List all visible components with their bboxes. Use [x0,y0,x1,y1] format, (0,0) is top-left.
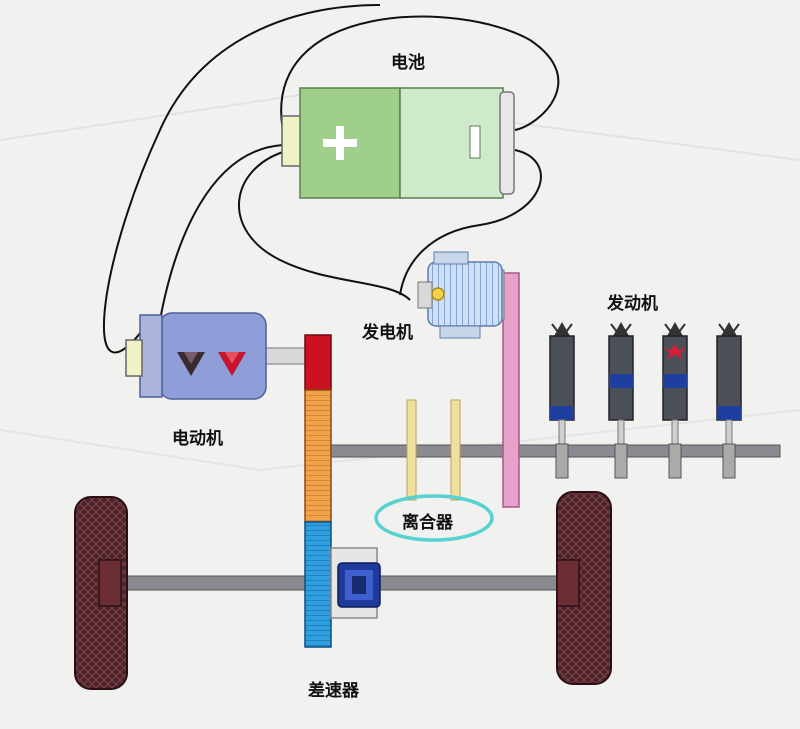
spark-icon [665,344,685,360]
engine [549,322,742,479]
battery-cap [499,91,515,195]
motor-endcap [139,314,163,398]
battery-cell-light [399,87,504,199]
motor-label: 电动机 [172,429,223,449]
clutch-label: 离合器 [402,513,453,533]
generator-terminal [431,287,445,301]
engine-label: 发动机 [607,294,658,314]
gear-orange [304,389,332,523]
wheel-left [74,496,128,690]
generator-label: 发电机 [362,323,413,343]
battery-terminal [281,115,303,167]
wire-battery-generator-b [399,149,542,296]
wire-battery-motor-outer [280,15,560,132]
gear-blue [304,521,332,648]
clutch [406,399,461,501]
wheel-right [556,491,612,685]
flywheel [502,272,520,508]
generator [417,251,505,339]
engine-cylinder [549,322,575,479]
battery [281,87,515,199]
engine-cylinder [716,322,742,479]
minus-icon [469,125,481,159]
drive-shaft [329,444,781,458]
motor-shaft [261,347,307,365]
clutch-highlight-ring [374,494,494,542]
reduction-gears [304,334,332,648]
battery-label: 电池 [391,53,425,73]
wires [103,4,560,354]
clutch-plate-left [406,399,417,501]
wire-motor-outer-loop [103,4,381,354]
electric-motor [125,312,307,400]
plus-icon-h [323,139,357,147]
engine-cylinder [608,322,634,479]
wire-battery-generator-a [238,151,411,301]
wire-motor-inner [159,144,284,321]
motor-body [159,312,267,400]
motor-connector [125,339,143,377]
gear-red [304,334,332,391]
differential [330,547,381,619]
differential-label: 差速器 [308,681,359,701]
clutch-plate-right [450,399,461,501]
